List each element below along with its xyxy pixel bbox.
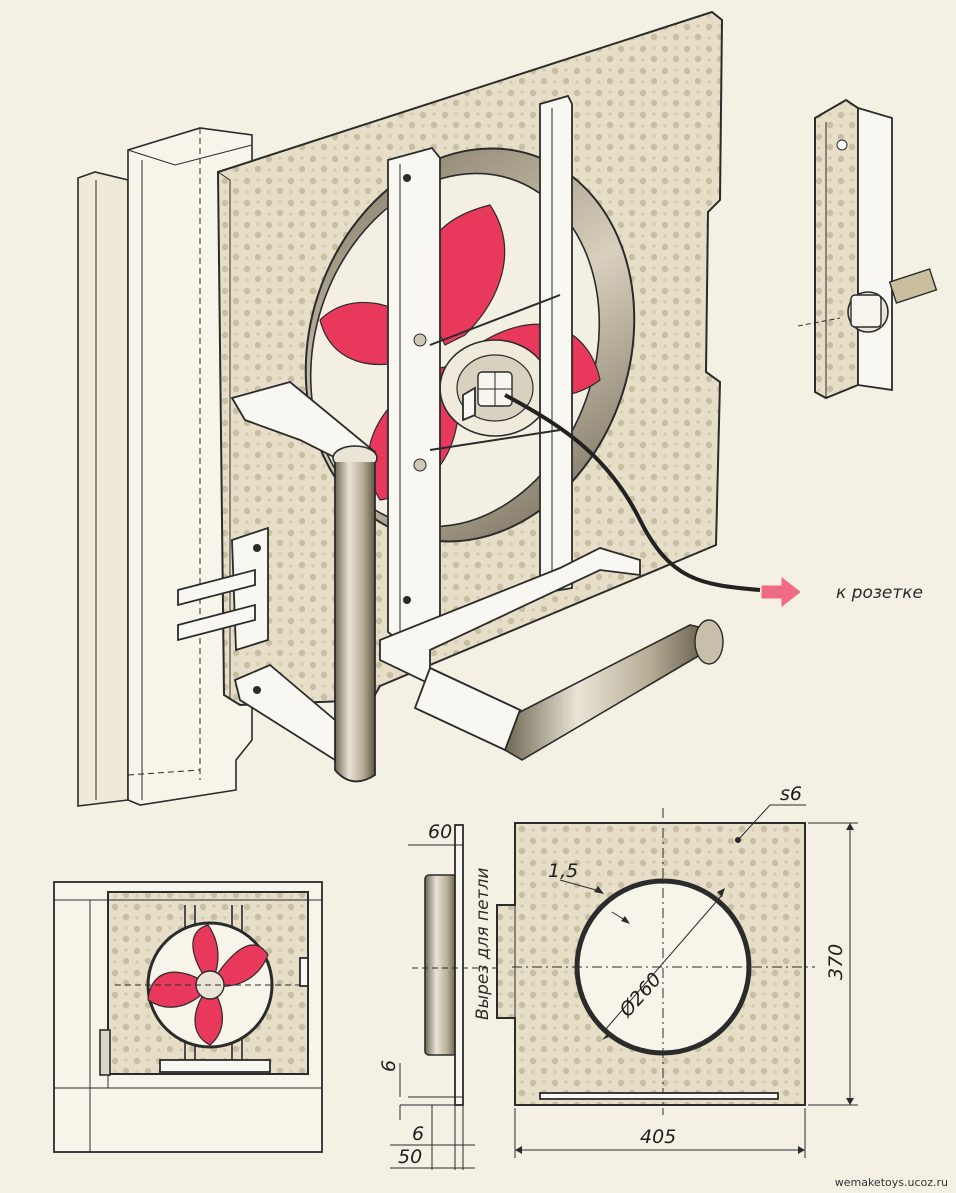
dim-6-vertical: 6 — [378, 1060, 400, 1072]
bottom-stand — [379, 547, 724, 761]
dim-50: 50 — [398, 1146, 422, 1168]
thickness-label: s6 — [780, 783, 802, 805]
arrow-right-icon — [761, 576, 801, 608]
socket-label: к розетке — [836, 583, 923, 603]
plate-drawing — [496, 804, 858, 1158]
watermark: wemaketoys.ucoz.ru — [834, 1176, 948, 1189]
detail-bracket — [797, 98, 938, 400]
angle-irons — [387, 94, 573, 641]
dim-60: 60 — [428, 821, 452, 843]
side-profile — [390, 824, 520, 1170]
axle-rod — [429, 294, 561, 346]
main-view — [77, 10, 761, 807]
dim-6-horizontal: 6 — [412, 1123, 424, 1145]
dim-1-5: 1,5 — [548, 860, 578, 882]
dim-370: 370 — [825, 944, 847, 980]
dim-405: 405 — [640, 1126, 676, 1148]
handle — [177, 381, 378, 783]
hinge-cutout-label: Вырез для петли — [473, 868, 493, 1020]
installed-view — [53, 881, 323, 1153]
power-cord — [504, 393, 761, 592]
